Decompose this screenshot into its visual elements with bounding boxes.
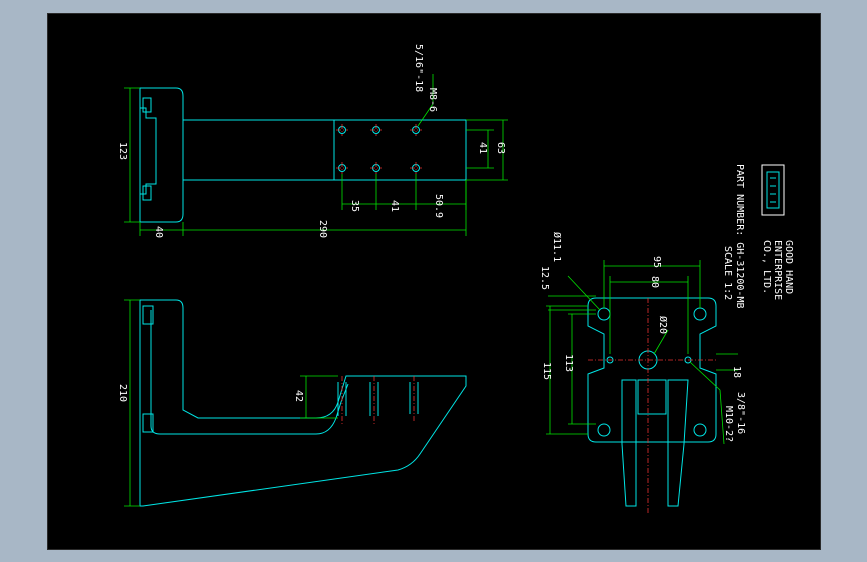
side-view-outline xyxy=(139,299,467,507)
dim-210-line xyxy=(124,299,140,507)
dim-bottom-chain xyxy=(341,174,467,210)
end-view-callout-2: M10-2? xyxy=(723,406,734,442)
dim-50-9-text: 50.9 xyxy=(433,194,444,218)
end-view-web xyxy=(637,379,667,415)
end-view-callout-1: 3/8"-16 xyxy=(735,392,746,434)
side-view-bolt-upper xyxy=(142,305,154,325)
end-view-legs xyxy=(621,379,689,507)
dim-41-right-line xyxy=(466,129,494,169)
dim-290-text: 290 xyxy=(317,220,328,238)
drawing-sheet: M8-6 5/16"-18 123 41 63 35 41 50.9 40 29… xyxy=(47,13,821,550)
dim-123-line xyxy=(124,87,140,223)
top-view-bolt-upper xyxy=(142,97,152,113)
top-view: M8-6 5/16"-18 123 41 63 35 41 50.9 40 29… xyxy=(117,44,508,238)
company-line-1: GOOD HAND xyxy=(783,240,794,294)
end-view-hole-br xyxy=(693,423,707,437)
side-view: 210 42 xyxy=(117,299,467,507)
company-logo-icon xyxy=(761,164,785,216)
dim-18-text: 18 xyxy=(731,366,742,378)
dim-95-text: 95 xyxy=(651,256,662,268)
dim-41-bottom-text: 41 xyxy=(389,200,400,212)
top-view-bolt-lower xyxy=(142,185,152,201)
dim-40-text: 40 xyxy=(153,226,164,238)
dim-63-line xyxy=(466,119,508,181)
side-view-tapped-holes xyxy=(337,376,419,424)
dim-113-text: 113 xyxy=(563,354,574,372)
dim-12-5-line xyxy=(548,295,596,311)
company-line-2: ENTERPRISE xyxy=(772,240,783,300)
dim-42-text: 42 xyxy=(293,390,304,402)
top-view-leader xyxy=(417,74,434,127)
dim-41-right-text: 41 xyxy=(477,142,488,154)
end-view-plate xyxy=(587,297,717,443)
dim-hole-text: Ø11.1 xyxy=(551,232,563,262)
dim-63-text: 63 xyxy=(495,142,506,154)
top-view-callout-1: M8-6 xyxy=(427,88,438,112)
dim-80-line xyxy=(609,276,689,354)
top-view-flange-outline xyxy=(139,87,184,223)
top-view-holes xyxy=(336,124,422,174)
side-view-bolt-lower xyxy=(142,413,154,433)
dim-123-text: 123 xyxy=(117,142,128,160)
end-view-tap-leader xyxy=(689,361,725,445)
scale-label: SCALE 1:2 xyxy=(722,246,733,300)
side-view-inner-edge xyxy=(150,310,349,435)
dim-hole-leader xyxy=(567,275,601,311)
dim-115-text: 115 xyxy=(541,362,552,380)
dim-113-line xyxy=(568,313,596,425)
dim-35-text: 35 xyxy=(349,200,360,212)
top-view-callout-2: 5/16"-18 xyxy=(413,44,424,92)
dim-115-line xyxy=(546,305,588,435)
cad-drawing: M8-6 5/16"-18 123 41 63 35 41 50.9 40 29… xyxy=(117,44,794,514)
dim-80-text: 80 xyxy=(649,276,660,288)
top-view-arm xyxy=(182,119,467,181)
end-view-hole-bl xyxy=(597,423,611,437)
dim-12-5-text: 12.5 xyxy=(539,266,550,290)
dim-diameter20-text: Ø20 xyxy=(657,316,669,334)
dim-42-line xyxy=(300,375,338,419)
part-number: PART NUMBER: GH-31200-MB xyxy=(734,164,745,309)
end-view: 95 80 Ø11.1 12.5 Ø20 113 115 18 3/8"-16 … xyxy=(539,232,746,514)
dim-95-line xyxy=(603,260,701,308)
company-line-3: CO., LTD. xyxy=(761,240,772,294)
dim-18-line xyxy=(716,353,738,371)
dim-210-text: 210 xyxy=(117,384,128,402)
dim-diameter20-leader xyxy=(653,329,669,355)
top-view-flange-step xyxy=(140,107,157,195)
dim-bottom-overall xyxy=(139,180,467,236)
end-view-hole-tr xyxy=(693,307,707,321)
end-view-centerlines xyxy=(588,298,716,514)
title-block: GOOD HAND ENTERPRISE CO., LTD. PART NUMB… xyxy=(722,164,794,309)
